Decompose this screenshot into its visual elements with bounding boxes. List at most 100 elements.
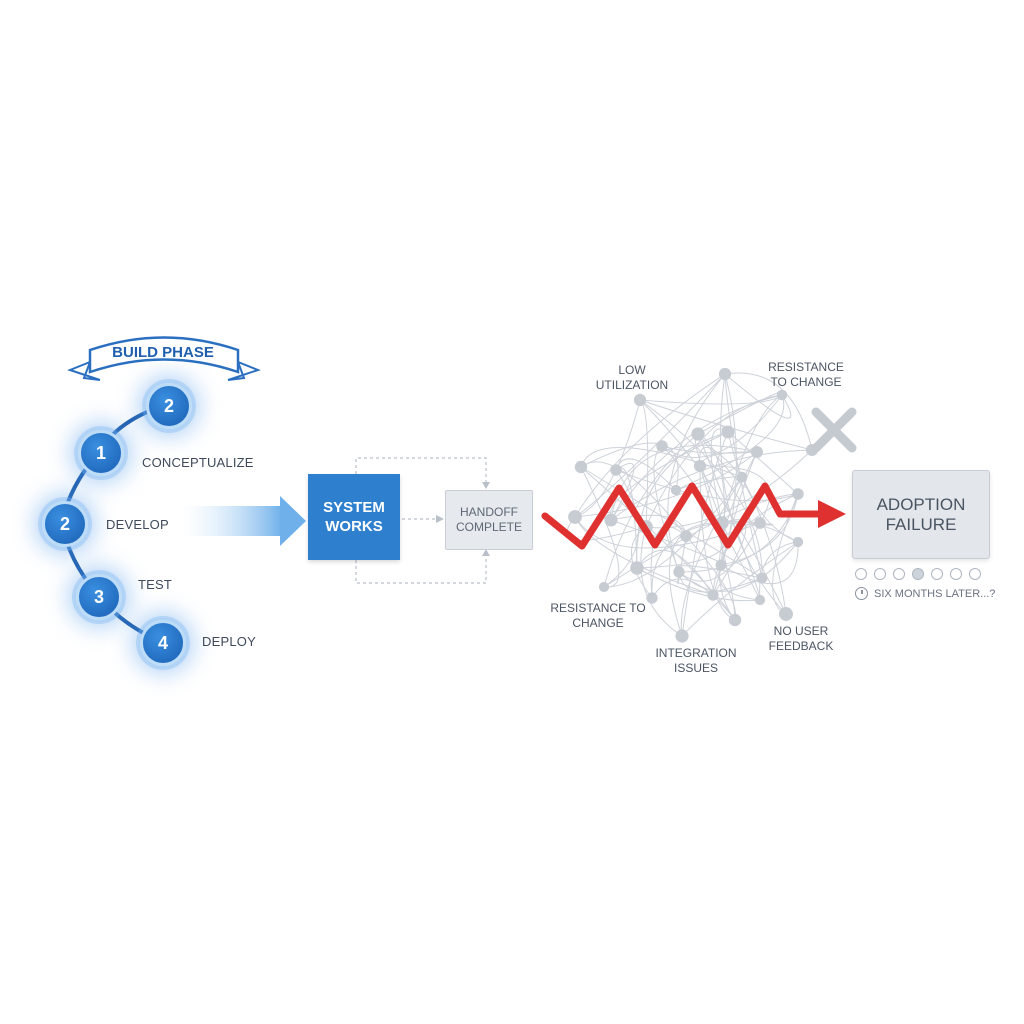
network-node xyxy=(792,488,804,500)
network-node xyxy=(728,613,742,627)
network-link xyxy=(636,549,714,596)
network-link xyxy=(574,373,726,518)
network-node xyxy=(675,629,689,643)
failure-line2: FAILURE xyxy=(885,514,957,534)
timeline-dot xyxy=(931,568,943,580)
network-link xyxy=(574,516,714,596)
step-label-test: TEST xyxy=(138,577,173,592)
network-link xyxy=(661,394,783,458)
timeline-dot xyxy=(950,568,962,580)
network-link xyxy=(610,462,635,521)
network-link xyxy=(639,399,787,615)
step-number: 2 xyxy=(163,395,174,416)
clock-icon xyxy=(855,587,868,600)
network-link xyxy=(580,466,736,621)
network-link xyxy=(685,535,737,621)
network-node xyxy=(754,517,766,529)
network-link xyxy=(639,394,783,405)
timeline-dot xyxy=(874,568,886,580)
step-label-conceptualize: CONCEPTUALIZE xyxy=(142,455,254,470)
network-node xyxy=(656,440,668,452)
system-line2: WORKS xyxy=(325,518,383,535)
network-node xyxy=(680,530,692,542)
network-node xyxy=(633,393,647,407)
timeline-dot xyxy=(912,568,924,580)
network-link xyxy=(720,451,758,566)
step-circle-top[interactable]: 2 xyxy=(146,383,192,429)
network-link xyxy=(675,394,785,491)
network-link xyxy=(610,449,813,521)
network-node xyxy=(721,425,735,439)
network-node xyxy=(693,459,707,473)
network-node xyxy=(776,389,788,401)
network-link xyxy=(680,476,743,637)
network-link xyxy=(677,535,687,585)
network-link xyxy=(724,372,813,451)
step-label-deploy: DEPLOY xyxy=(202,634,256,649)
network-node xyxy=(718,367,732,381)
system-line1: SYSTEM xyxy=(323,499,385,516)
network-link xyxy=(574,373,726,518)
network-link xyxy=(574,399,641,518)
network-link xyxy=(639,399,813,451)
network-link xyxy=(759,541,799,601)
network-link xyxy=(724,373,763,579)
step-circle-develop[interactable]: 2 xyxy=(42,501,88,547)
step-number: 1 xyxy=(95,442,106,463)
build-arrow xyxy=(182,496,306,546)
network-link xyxy=(699,447,743,478)
network-node xyxy=(691,427,705,441)
timeline-dot xyxy=(893,568,905,580)
network-link xyxy=(720,493,799,566)
step-number: 3 xyxy=(93,586,104,607)
network-node xyxy=(604,513,618,527)
step-circle-deploy[interactable]: 4 xyxy=(140,620,186,666)
step-number: 2 xyxy=(59,513,70,534)
network-link xyxy=(636,567,761,602)
handoff-line2: COMPLETE xyxy=(455,520,522,534)
network-node xyxy=(673,566,685,578)
network-link xyxy=(668,522,723,637)
network-link xyxy=(681,431,729,637)
timeline-caption: SIX MONTHS LATER...? xyxy=(855,587,995,600)
timeline-label: SIX MONTHS LATER...? xyxy=(874,587,996,600)
network-node xyxy=(750,445,764,459)
system-works-box[interactable]: SYSTEM WORKS xyxy=(308,474,400,560)
network-link xyxy=(609,431,729,521)
network-link xyxy=(720,541,799,585)
feedback-loops xyxy=(355,457,487,584)
network-link xyxy=(667,373,726,573)
failure-zigzag xyxy=(541,482,846,550)
timeline-dot xyxy=(855,568,867,580)
network-node xyxy=(646,592,658,604)
network-node xyxy=(792,536,804,548)
network-link xyxy=(710,428,729,524)
network-node xyxy=(610,464,622,476)
timeline-dot xyxy=(969,568,981,580)
network-link xyxy=(574,516,761,549)
network-link xyxy=(603,476,743,588)
network-node xyxy=(779,607,793,621)
step-circle-test[interactable]: 3 xyxy=(76,574,122,620)
network-link xyxy=(636,522,728,569)
step-number: 4 xyxy=(157,632,168,653)
build-phase-banner xyxy=(67,336,261,381)
step-label-develop: DEVELOP xyxy=(106,517,169,532)
loop-arrowheads xyxy=(436,482,490,556)
step-circle-conceptualize[interactable]: 1 xyxy=(78,430,124,476)
network-link xyxy=(651,578,736,621)
network-node xyxy=(568,510,582,524)
network-node xyxy=(598,581,610,593)
network-link xyxy=(631,526,653,599)
network-node xyxy=(707,589,719,601)
failure-line1: ADOPTION xyxy=(876,494,966,514)
network-link xyxy=(603,469,640,588)
cross-icon xyxy=(811,407,857,453)
network-link xyxy=(724,373,792,419)
